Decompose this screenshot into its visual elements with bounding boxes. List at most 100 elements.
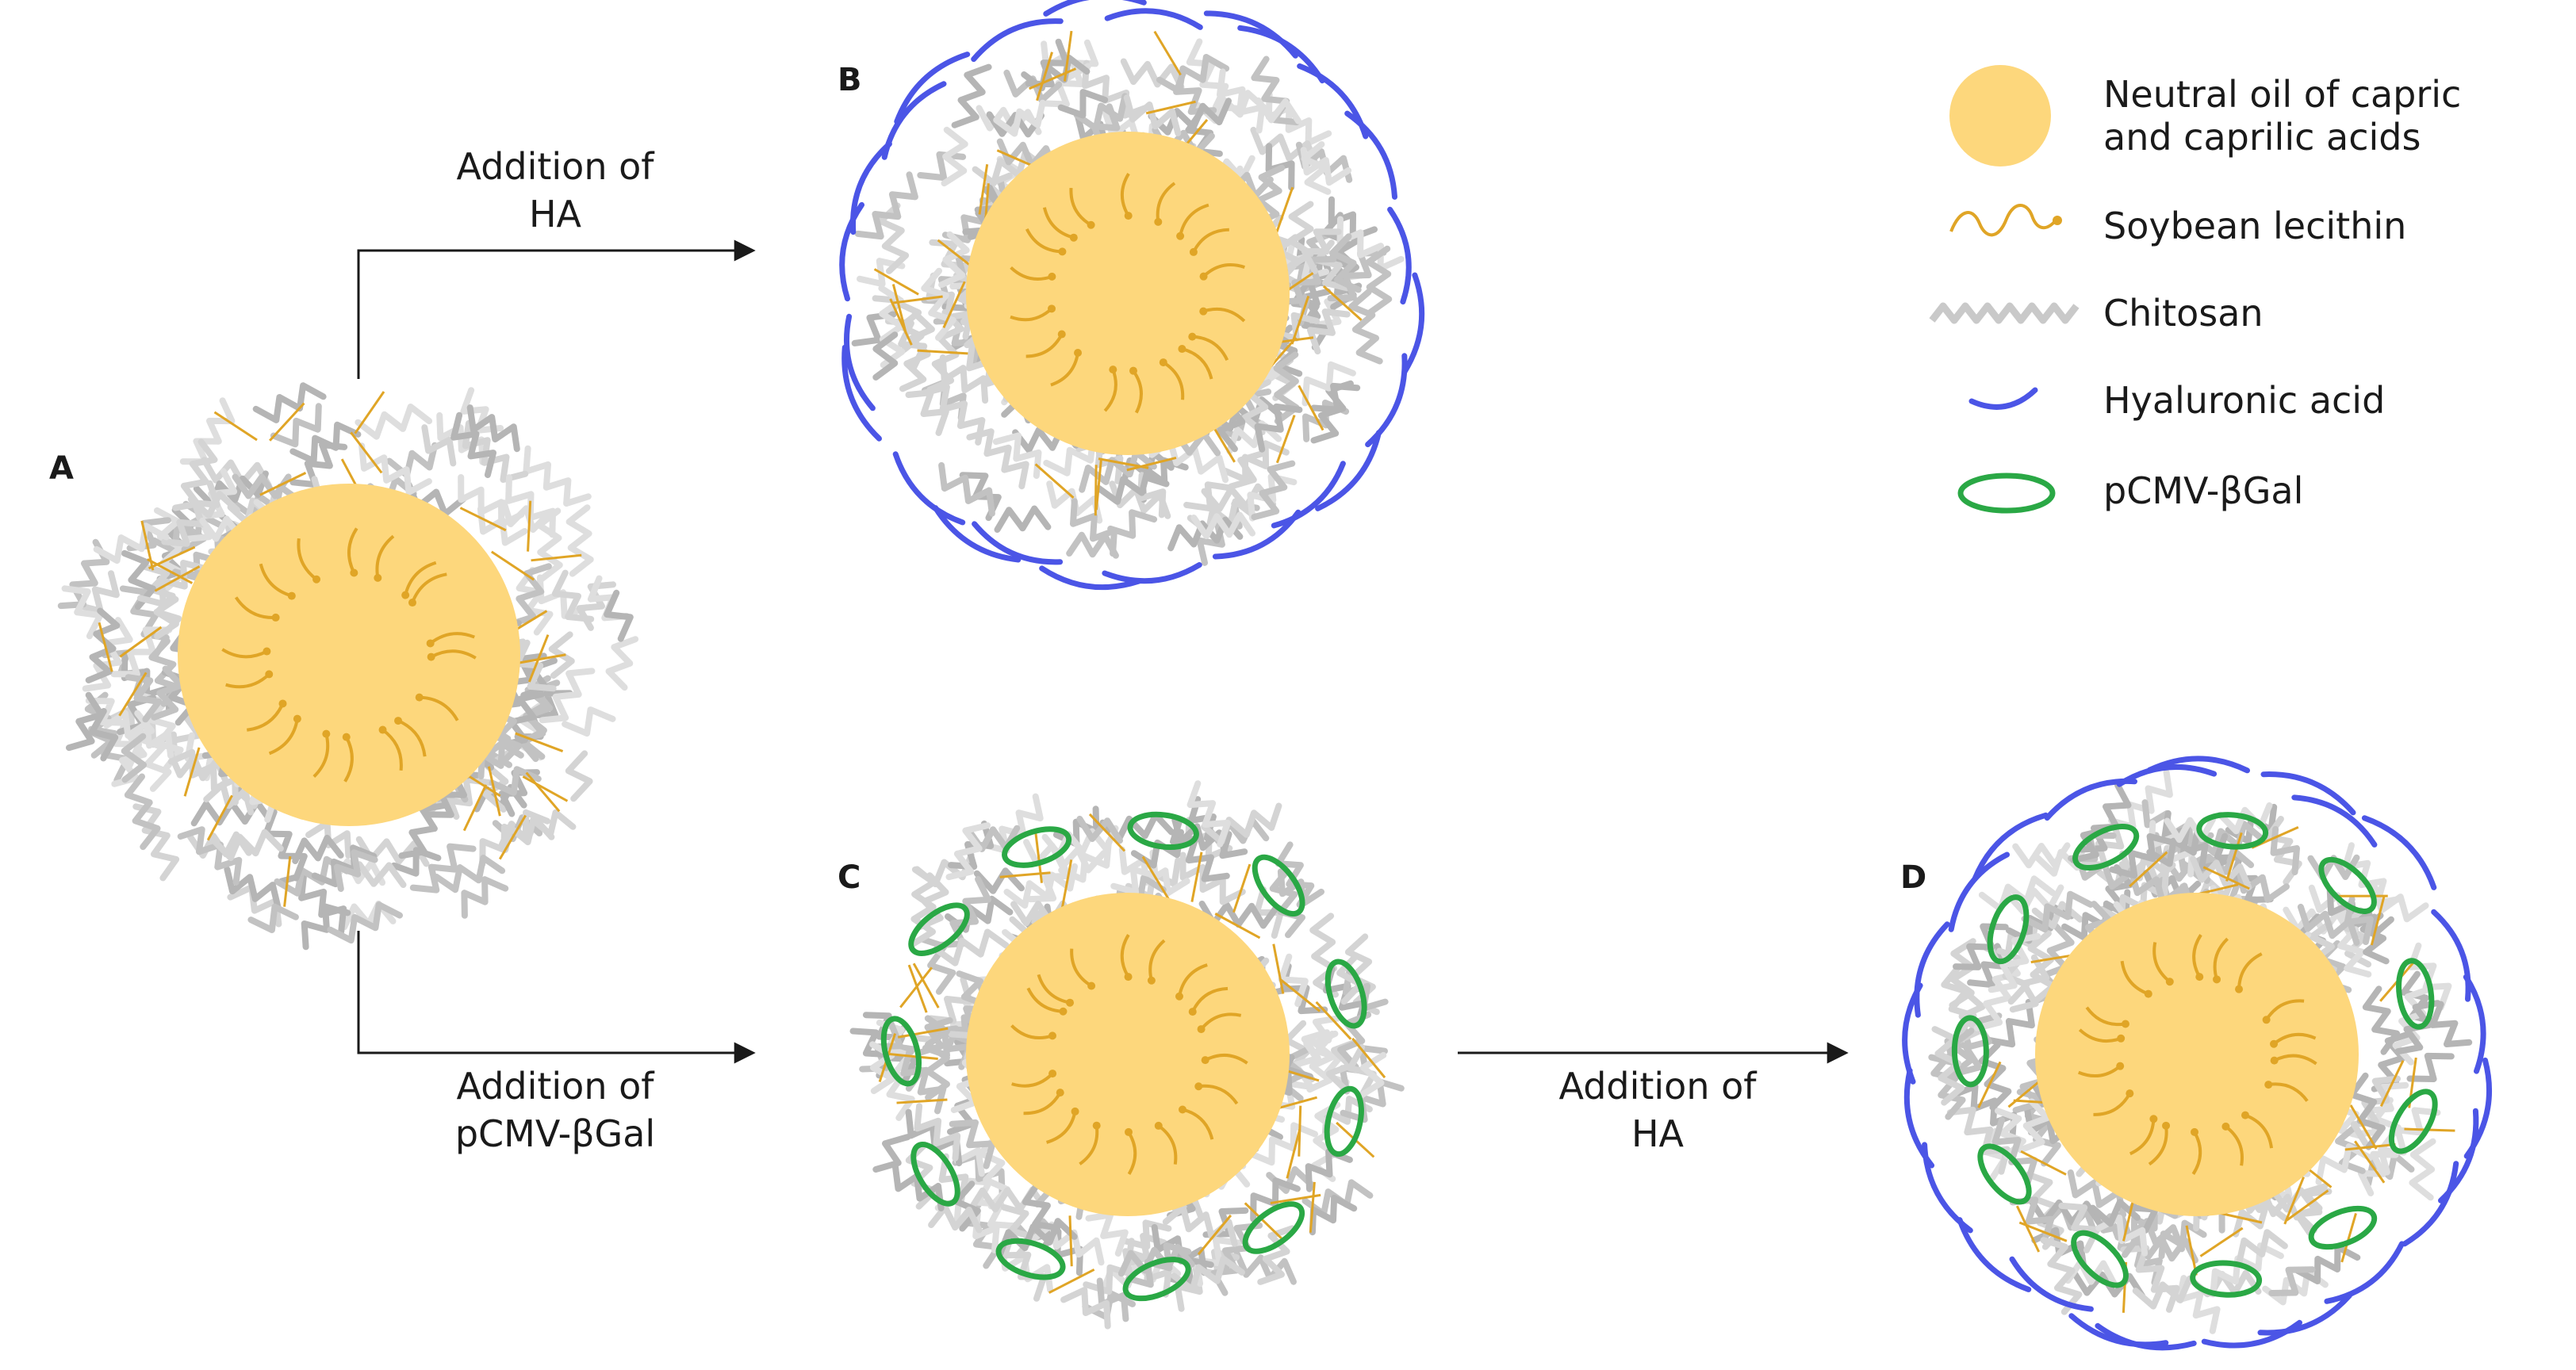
lecithin-head <box>1124 212 1133 220</box>
lecithin-head <box>1147 976 1156 985</box>
lecithin-molecule <box>381 728 403 771</box>
chitosan-chain <box>121 549 156 610</box>
lecithin-head <box>1048 304 1056 313</box>
lecithin-head <box>394 717 403 725</box>
chitosan-chain <box>945 822 991 881</box>
chitosan-chain <box>305 820 352 859</box>
arrow-a-to-c <box>357 931 756 1064</box>
chitosan-chain <box>2040 1237 2083 1315</box>
hyaluronic-acid-chain <box>1315 430 1382 511</box>
lecithin-molecule <box>2129 1119 2156 1156</box>
chitosan-chain <box>2164 816 2216 844</box>
chitosan-chain <box>938 231 970 289</box>
pcmv-bgal-plasmid <box>2318 856 2377 914</box>
lecithin-head <box>1175 992 1183 1001</box>
chitosan-chain <box>151 665 185 721</box>
chitosan-chain <box>1186 780 1231 848</box>
chitosan-chain <box>132 803 180 882</box>
lecithin-molecule <box>2267 1082 2309 1102</box>
lecithin-head <box>1199 272 1208 281</box>
hyaluronic-acid-chain <box>1957 1217 2032 1292</box>
hyaluronic-acid-chain <box>2291 794 2378 848</box>
hyaluronic-acid-chain <box>971 18 1064 63</box>
chitosan-chain <box>2064 1259 2118 1287</box>
chitosan-chain <box>1348 289 1383 365</box>
hyaluronic-acid-chain <box>2116 763 2218 787</box>
lecithin-head <box>1124 973 1133 982</box>
chitosan-chain <box>232 473 292 499</box>
lecithin-strand <box>1190 851 1203 902</box>
hyaluronic-acid-chain <box>2009 1256 2094 1312</box>
pcmv-bgal-plasmid <box>2388 1089 2438 1154</box>
lecithin-head <box>263 647 271 656</box>
lecithin-head <box>2264 1081 2273 1089</box>
chitosan-chain <box>1278 953 1309 1008</box>
chitosan-chain <box>2017 1098 2051 1154</box>
chitosan-chain <box>224 866 282 910</box>
lecithin-strand <box>999 871 1051 878</box>
chitosan-chain <box>1329 233 1362 293</box>
lecithin-head <box>293 714 301 723</box>
chitosan-chain <box>973 867 1025 894</box>
lecithin-strand <box>522 775 569 802</box>
lecithin-strand <box>183 747 201 797</box>
lecithin-strand <box>1232 863 1252 913</box>
hyaluronic-acid-chain <box>2431 909 2471 1002</box>
chitosan-chain <box>562 706 616 737</box>
chitosan-chain <box>2268 1266 2316 1296</box>
chitosan-chain <box>905 389 949 436</box>
lecithin-head <box>2117 1034 2126 1043</box>
lecithin-strand <box>2018 1221 2068 1242</box>
lecithin-head <box>1154 1121 1163 1130</box>
oil-core <box>2035 893 2359 1216</box>
chitosan-chain <box>409 843 477 894</box>
lecithin-molecule <box>1132 369 1143 414</box>
lecithin-molecule <box>1025 333 1064 358</box>
lecithin-strand <box>259 472 307 496</box>
arrow-a-to-b-label-line1: Addition of <box>456 145 654 188</box>
lecithin-head <box>378 725 387 734</box>
chitosan-chain <box>926 309 964 393</box>
chitosan-chain <box>311 844 378 888</box>
chitosan-chain <box>986 111 1045 138</box>
hyaluronic-acid-chain <box>1914 921 1950 1018</box>
hyaluronic-acid-icon <box>1968 387 2038 410</box>
lecithin-head <box>1188 1008 1197 1016</box>
chitosan-chain <box>1171 1255 1245 1293</box>
lecithin-molecule <box>2120 960 2149 996</box>
chitosan-chain <box>1300 147 1352 186</box>
lecithin-head <box>1056 1089 1064 1097</box>
chitosan-chain <box>992 432 1042 479</box>
hyaluronic-acid-chain <box>1104 8 1203 30</box>
chitosan-chain <box>951 63 992 128</box>
lecithin-strand <box>2370 895 2386 946</box>
pcmv-bgal-plasmid <box>1977 1143 2032 1205</box>
particle-a-letter: A <box>49 450 74 487</box>
chitosan-chain <box>565 504 594 577</box>
lecithin-molecule <box>1010 307 1053 322</box>
chitosan-chain <box>203 781 255 816</box>
lecithin-molecule <box>1042 207 1075 239</box>
hyaluronic-acid-chain <box>1365 353 1408 448</box>
chitosan-chain <box>915 1017 953 1057</box>
chitosan-chain <box>1170 817 1230 882</box>
chitosan-chain <box>1060 1287 1111 1330</box>
chitosan-chain <box>1250 126 1320 169</box>
lecithin-molecule <box>225 672 270 689</box>
chitosan-chain <box>1986 999 2035 1048</box>
pcmv-bgal-plasmid <box>2190 1260 2263 1298</box>
lecithin-molecule <box>297 538 318 581</box>
chitosan-chain <box>479 809 551 868</box>
chitosan-chain <box>1955 989 1986 1044</box>
chitosan-chain <box>535 507 563 583</box>
chitosan-chain <box>1365 245 1393 316</box>
lecithin-strand <box>2225 832 2243 882</box>
lecithin-head <box>1087 982 1096 990</box>
chitosan-chain <box>1277 868 1324 907</box>
lecithin-head <box>408 599 416 607</box>
lecithin-molecule <box>2237 952 2263 989</box>
lecithin-strand <box>2199 1226 2244 1257</box>
lecithin-strand <box>2349 1104 2378 1150</box>
lecithin-molecule <box>343 736 354 783</box>
lecithin-molecule <box>268 718 299 756</box>
